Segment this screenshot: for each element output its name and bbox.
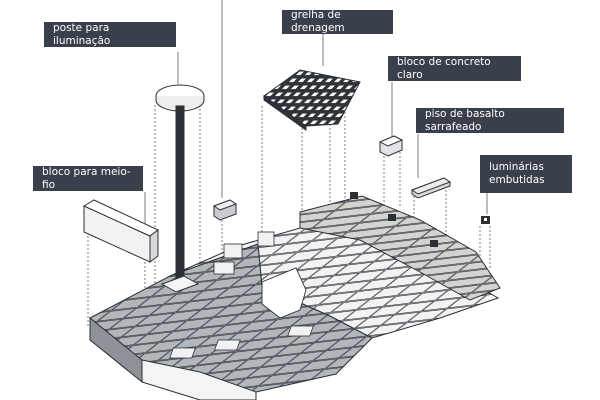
drainage-grate <box>263 69 361 131</box>
label-luminarias-embutidas: luminárias embutidas <box>480 155 572 193</box>
meio-fio-block <box>82 199 159 263</box>
paving-hole <box>261 267 307 319</box>
label-bloco-concreto-claro: bloco de concreto claro <box>388 56 521 81</box>
label-poste-iluminacao: poste para iluminação <box>44 22 176 47</box>
label-piso-basalto: piso de basalto sarrafeado <box>416 108 564 133</box>
label-grelha-drenagem: grelha de drenagem <box>282 9 393 34</box>
paving-basalt-area <box>299 195 501 301</box>
embedded-luminaires <box>350 192 490 247</box>
lamp-post <box>155 84 205 293</box>
label-bloco-meio-fio: bloco para meio-fio <box>33 166 143 191</box>
paving-field <box>89 195 501 400</box>
concrete-block-small <box>212 199 238 221</box>
bloco-claro-block <box>378 135 404 157</box>
leader-lines <box>87 0 491 360</box>
basalto-piece <box>410 177 452 199</box>
